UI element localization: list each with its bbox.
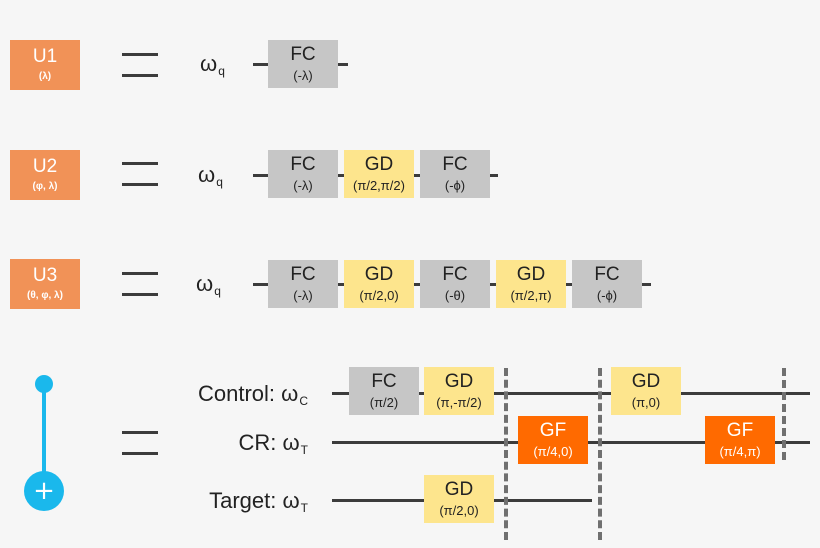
gf-gate: GF (π/4,0)	[518, 416, 588, 464]
fc-gate: FC (-ϕ)	[572, 260, 642, 308]
equals-sign	[122, 162, 158, 186]
barrier-line	[598, 368, 602, 540]
gd-gate: GD (π/2,π/2)	[344, 150, 414, 198]
unitary-name: U3	[32, 264, 58, 286]
equals-sign	[122, 53, 158, 77]
control-wire	[332, 392, 810, 395]
gd-gate: GD (π/2,π)	[496, 260, 566, 308]
gf-gate: GF (π/4,π)	[705, 416, 775, 464]
cr-label: CR: ωT	[238, 430, 308, 457]
target-label: Target: ωT	[209, 488, 308, 515]
fc-gate: FC (-ϕ)	[420, 150, 490, 198]
omega-q-label: ωq	[196, 271, 221, 298]
gd-gate: GD (π,-π/2)	[424, 367, 494, 415]
unitary-params: (θ, φ, λ)	[27, 289, 63, 301]
plus-symbol: +	[33, 476, 55, 506]
unitary-name: U1	[32, 45, 58, 67]
control-label: Control: ωC	[198, 381, 308, 408]
u1-box: U1 (λ)	[10, 40, 80, 90]
barrier-line	[782, 368, 786, 460]
u3-box: U3 (θ, φ, λ)	[10, 259, 80, 309]
fc-gate: FC (-θ)	[420, 260, 490, 308]
gd-gate: GD (π/2,0)	[344, 260, 414, 308]
unitary-name: U2	[32, 155, 58, 177]
equals-sign	[122, 272, 158, 296]
fc-gate: FC (-λ)	[268, 40, 338, 88]
gd-gate: GD (π/2,0)	[424, 475, 494, 523]
gd-gate: GD (π,0)	[611, 367, 681, 415]
fc-gate: FC (-λ)	[268, 260, 338, 308]
equals-sign	[122, 431, 158, 455]
unitary-params: (λ)	[38, 70, 52, 82]
target-plus-icon	[24, 471, 64, 511]
omega-q-label: ωq	[200, 51, 225, 78]
barrier-line	[504, 368, 508, 540]
u2-box: U2 (φ, λ)	[10, 150, 80, 200]
fc-gate: FC (-λ)	[268, 150, 338, 198]
omega-q-label: ωq	[198, 162, 223, 189]
cnot-symbol: +	[24, 375, 64, 511]
fc-gate: FC (π/2)	[349, 367, 419, 415]
unitary-params: (φ, λ)	[32, 180, 58, 192]
control-dot-icon	[35, 375, 53, 393]
